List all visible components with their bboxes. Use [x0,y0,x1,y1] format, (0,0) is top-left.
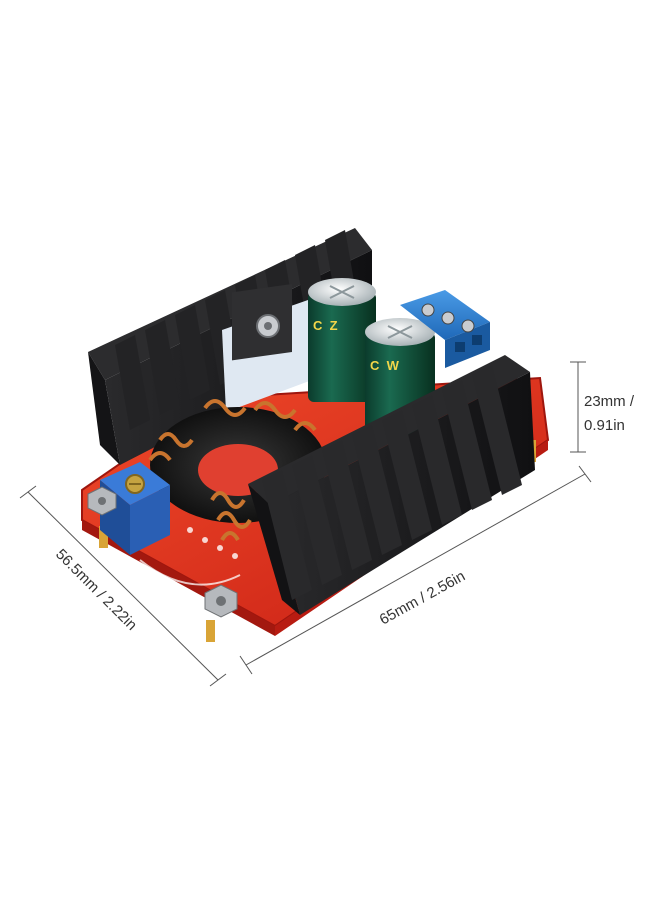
capacitor-left: C Z [308,278,376,402]
capacitor-right-marking: C W [370,358,400,373]
screw-terminal-block [400,290,490,368]
height-dimension-in: 0.91in [584,417,625,434]
mounting-nuts [87,486,238,618]
length-dimension: 65mm / 2.56in [377,568,468,629]
capacitor-left-marking: C Z [313,318,338,333]
mosfet-chip [222,283,312,412]
copper-windings [148,399,322,542]
height-dimension-mm: 23mm / [584,393,635,410]
dimension-lines [19,361,592,687]
trimmer-potentiometer [100,462,170,555]
front-heatsink [248,355,535,615]
